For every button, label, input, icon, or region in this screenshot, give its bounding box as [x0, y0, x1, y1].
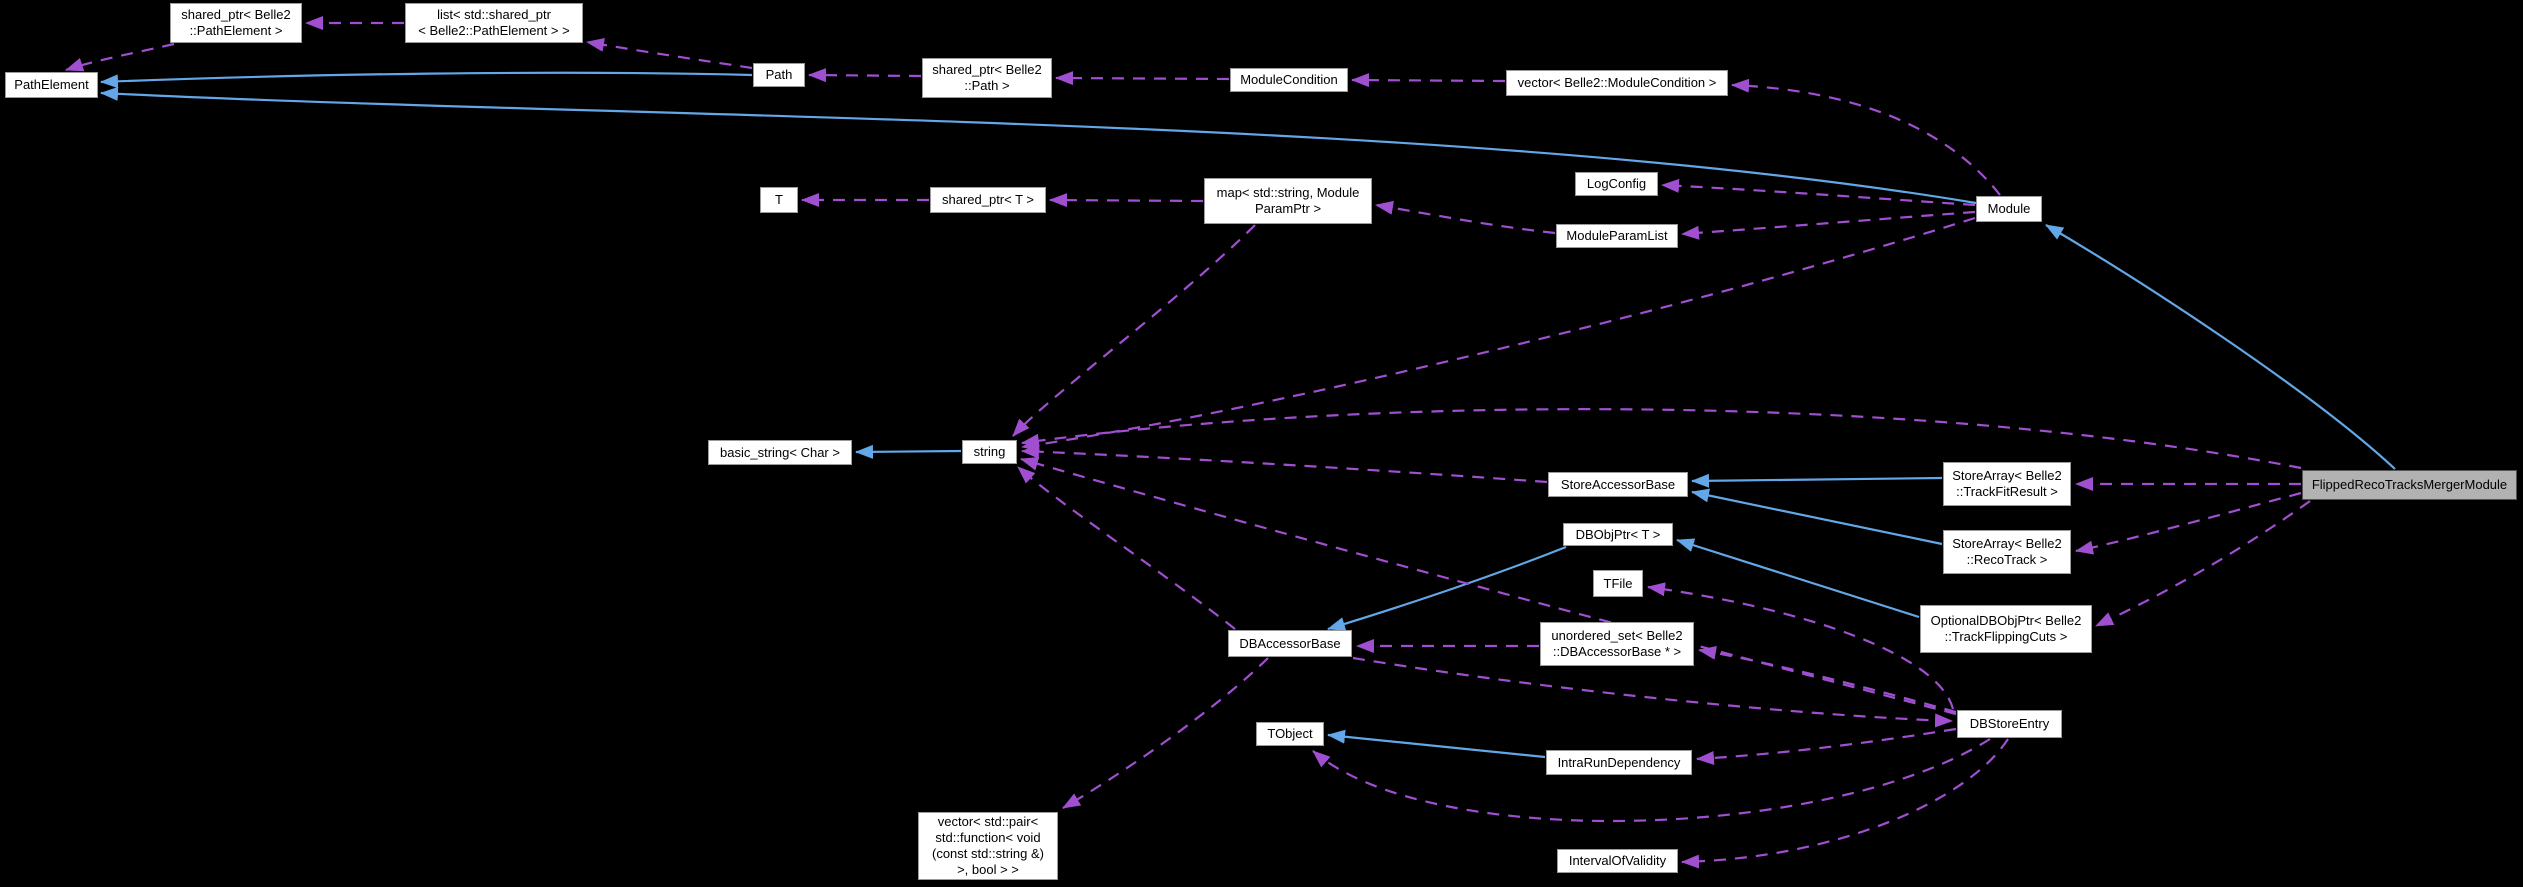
node-logconfig[interactable]: LogConfig [1575, 172, 1658, 196]
node-list-shared-ptr-pathelement[interactable]: list< std::shared_ptr < Belle2::PathElem… [405, 3, 583, 43]
node-pathelement[interactable]: PathElement [5, 72, 98, 98]
node-shared-ptr-t[interactable]: shared_ptr< T > [930, 187, 1046, 213]
edge-module-logconfig [1661, 178, 1976, 207]
node-vector-modulecondition[interactable]: vector< Belle2::ModuleCondition > [1506, 70, 1728, 96]
edge-dbstoreentry-tobject [1312, 738, 1991, 823]
edge-modulecondition-sharedptrpath [1055, 71, 1230, 86]
node-dbstoreentry[interactable]: DBStoreEntry [1957, 710, 2062, 738]
edge-flippedrecotracksmergermodule-storearrayrt [2075, 491, 2302, 555]
edge-module-string [1021, 216, 1976, 452]
node-intervalofvalidity[interactable]: IntervalOfValidity [1557, 849, 1678, 873]
edge-intrarundependency-tobject [1327, 729, 1546, 759]
node-storearray-recotrack[interactable]: StoreArray< Belle2 ::RecoTrack > [1943, 530, 2071, 574]
node-storeaccessorbase[interactable]: StoreAccessorBase [1548, 472, 1688, 497]
edge-path-list [586, 37, 753, 70]
node-vector-pair-function[interactable]: vector< std::pair< std::function< void (… [918, 812, 1058, 880]
edge-dbstoreentry-intervalofvalidity [1681, 738, 2009, 869]
edge-dbstoreentry-tfile [1647, 582, 1955, 710]
edge-sharedptrpath-path [808, 68, 922, 83]
edge-storearraytfr-storeaccessorbase [1691, 473, 1943, 488]
node-shared-ptr-pathelement[interactable]: shared_ptr< Belle2 ::PathElement > [170, 3, 302, 43]
node-intrarundependency[interactable]: IntraRunDependency [1546, 750, 1692, 775]
edge-moduleparamlist-map [1375, 200, 1556, 235]
edge-storeaccessorbase-string [1021, 444, 1548, 484]
edge-dbaccessorbase-string [1017, 466, 1236, 630]
edge-dbstoreentry-unorderedset [1698, 645, 1957, 714]
node-storearray-trackfitresult[interactable]: StoreArray< Belle2 ::TrackFitResult > [1943, 462, 2071, 506]
node-shared-ptr-path[interactable]: shared_ptr< Belle2 ::Path > [922, 58, 1052, 98]
node-tfile[interactable]: TFile [1593, 570, 1643, 597]
edge-module-pathelement [100, 86, 1977, 205]
edge-dbaccessorbase-dbstoreentry [1352, 656, 1953, 728]
edge-flippedrecotracksmergermodule-optionaldbobjptr [2095, 500, 2311, 627]
node-path[interactable]: Path [753, 63, 805, 87]
edge-string-basicstring [855, 444, 962, 459]
edge-dbobjptr-dbaccessorbase [1327, 545, 1567, 631]
node-flippedrecotracksmergermodule: FlippedRecoTracksMergerModule [2302, 470, 2517, 500]
node-tobject[interactable]: TObject [1256, 722, 1324, 746]
node-dbobjptr-t[interactable]: DBObjPtr< T > [1563, 523, 1673, 546]
node-basic-string-char[interactable]: basic_string< Char > [708, 440, 852, 465]
node-dbaccessorbase[interactable]: DBAccessorBase [1228, 630, 1352, 657]
edge-optionaldbobjptr-dbobjptr [1676, 538, 1920, 619]
node-unordered-set-dbaccessorbase[interactable]: unordered_set< Belle2 ::DBAccessorBase *… [1540, 622, 1694, 666]
edge-sharedptrpe-pathelement [65, 42, 175, 72]
edge-map-string [1012, 224, 1256, 437]
edge-vectormc-modulecondition [1351, 73, 1506, 88]
node-optionaldbobjptr-trackflippingcuts[interactable]: OptionalDBObjPtr< Belle2 ::TrackFlipping… [1920, 605, 2092, 653]
edge-flippedrecotracksmergermodule-module [2045, 224, 2396, 470]
edge-flippedrecotracksmergermodule-string [1021, 408, 2302, 470]
edge-map-sharedptrt [1049, 193, 1204, 208]
edge-dbstoreentry-intrarundependency [1696, 727, 1957, 765]
edge-storearrayrt-storeaccessorbase [1691, 488, 1943, 546]
node-modulecondition[interactable]: ModuleCondition [1230, 68, 1348, 92]
node-string[interactable]: string [962, 440, 1017, 464]
edge-path-pathelement [100, 71, 753, 89]
node-map-string-moduleparamptr[interactable]: map< std::string, Module ParamPtr > [1204, 178, 1372, 224]
edge-module-vectormc [1731, 78, 2001, 196]
edge-module-moduleparamlist [1681, 210, 1976, 240]
node-module[interactable]: Module [1976, 196, 2042, 222]
node-moduleparamlist[interactable]: ModuleParamList [1556, 224, 1678, 248]
node-t[interactable]: T [760, 187, 798, 213]
edge-dbstoreentry-string [1020, 456, 1957, 716]
edge-dbaccessorbase-vectorpair [1062, 657, 1269, 809]
